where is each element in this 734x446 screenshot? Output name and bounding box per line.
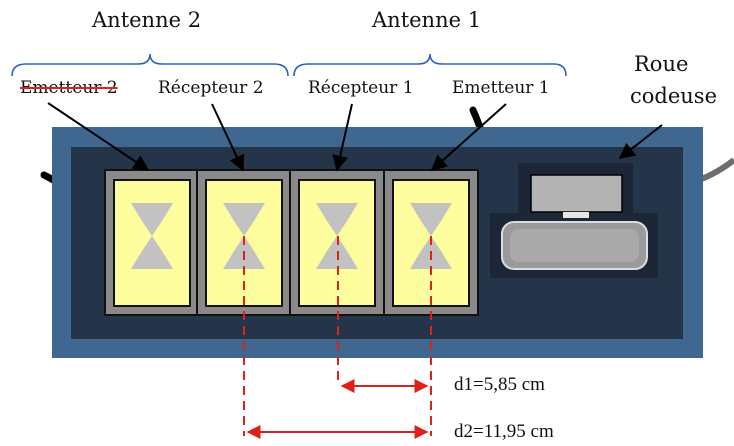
hourglass-icon	[223, 203, 265, 269]
emitter-1-label: Emetteur 1	[452, 78, 550, 98]
pointer-emitter-2	[47, 102, 150, 171]
receiver-2-label: Récepteur 2	[158, 78, 264, 98]
emitter-2-label: Emetteur 2	[20, 78, 118, 98]
pointer-receiver-2	[211, 103, 245, 172]
pointer-encoder-wheel	[618, 124, 663, 159]
hourglass-icon	[410, 203, 452, 269]
d1-label: d1=5,85 cm	[454, 374, 545, 395]
d2-label: d2=11,95 cm	[454, 421, 554, 442]
encoder-wheel-label-line1: Roue	[634, 52, 689, 76]
encoder-wheel-label-line2: codeuse	[630, 84, 718, 108]
encoder-wheel	[490, 163, 658, 278]
dimension-lines	[243, 236, 432, 439]
receiver-1-label: Récepteur 1	[308, 78, 414, 98]
antenna-1-label: Antenne 1	[372, 8, 482, 32]
antenna-2-label: Antenne 2	[92, 8, 202, 32]
brace-antenna-1	[293, 53, 567, 77]
hourglass-icon	[316, 203, 358, 269]
pointer-receiver-1	[332, 103, 353, 172]
brace-antenna-2	[11, 53, 289, 77]
hourglass-icon	[131, 203, 173, 269]
pointer-emitter-1	[430, 103, 507, 172]
sensor-emitter-2	[104, 169, 200, 316]
